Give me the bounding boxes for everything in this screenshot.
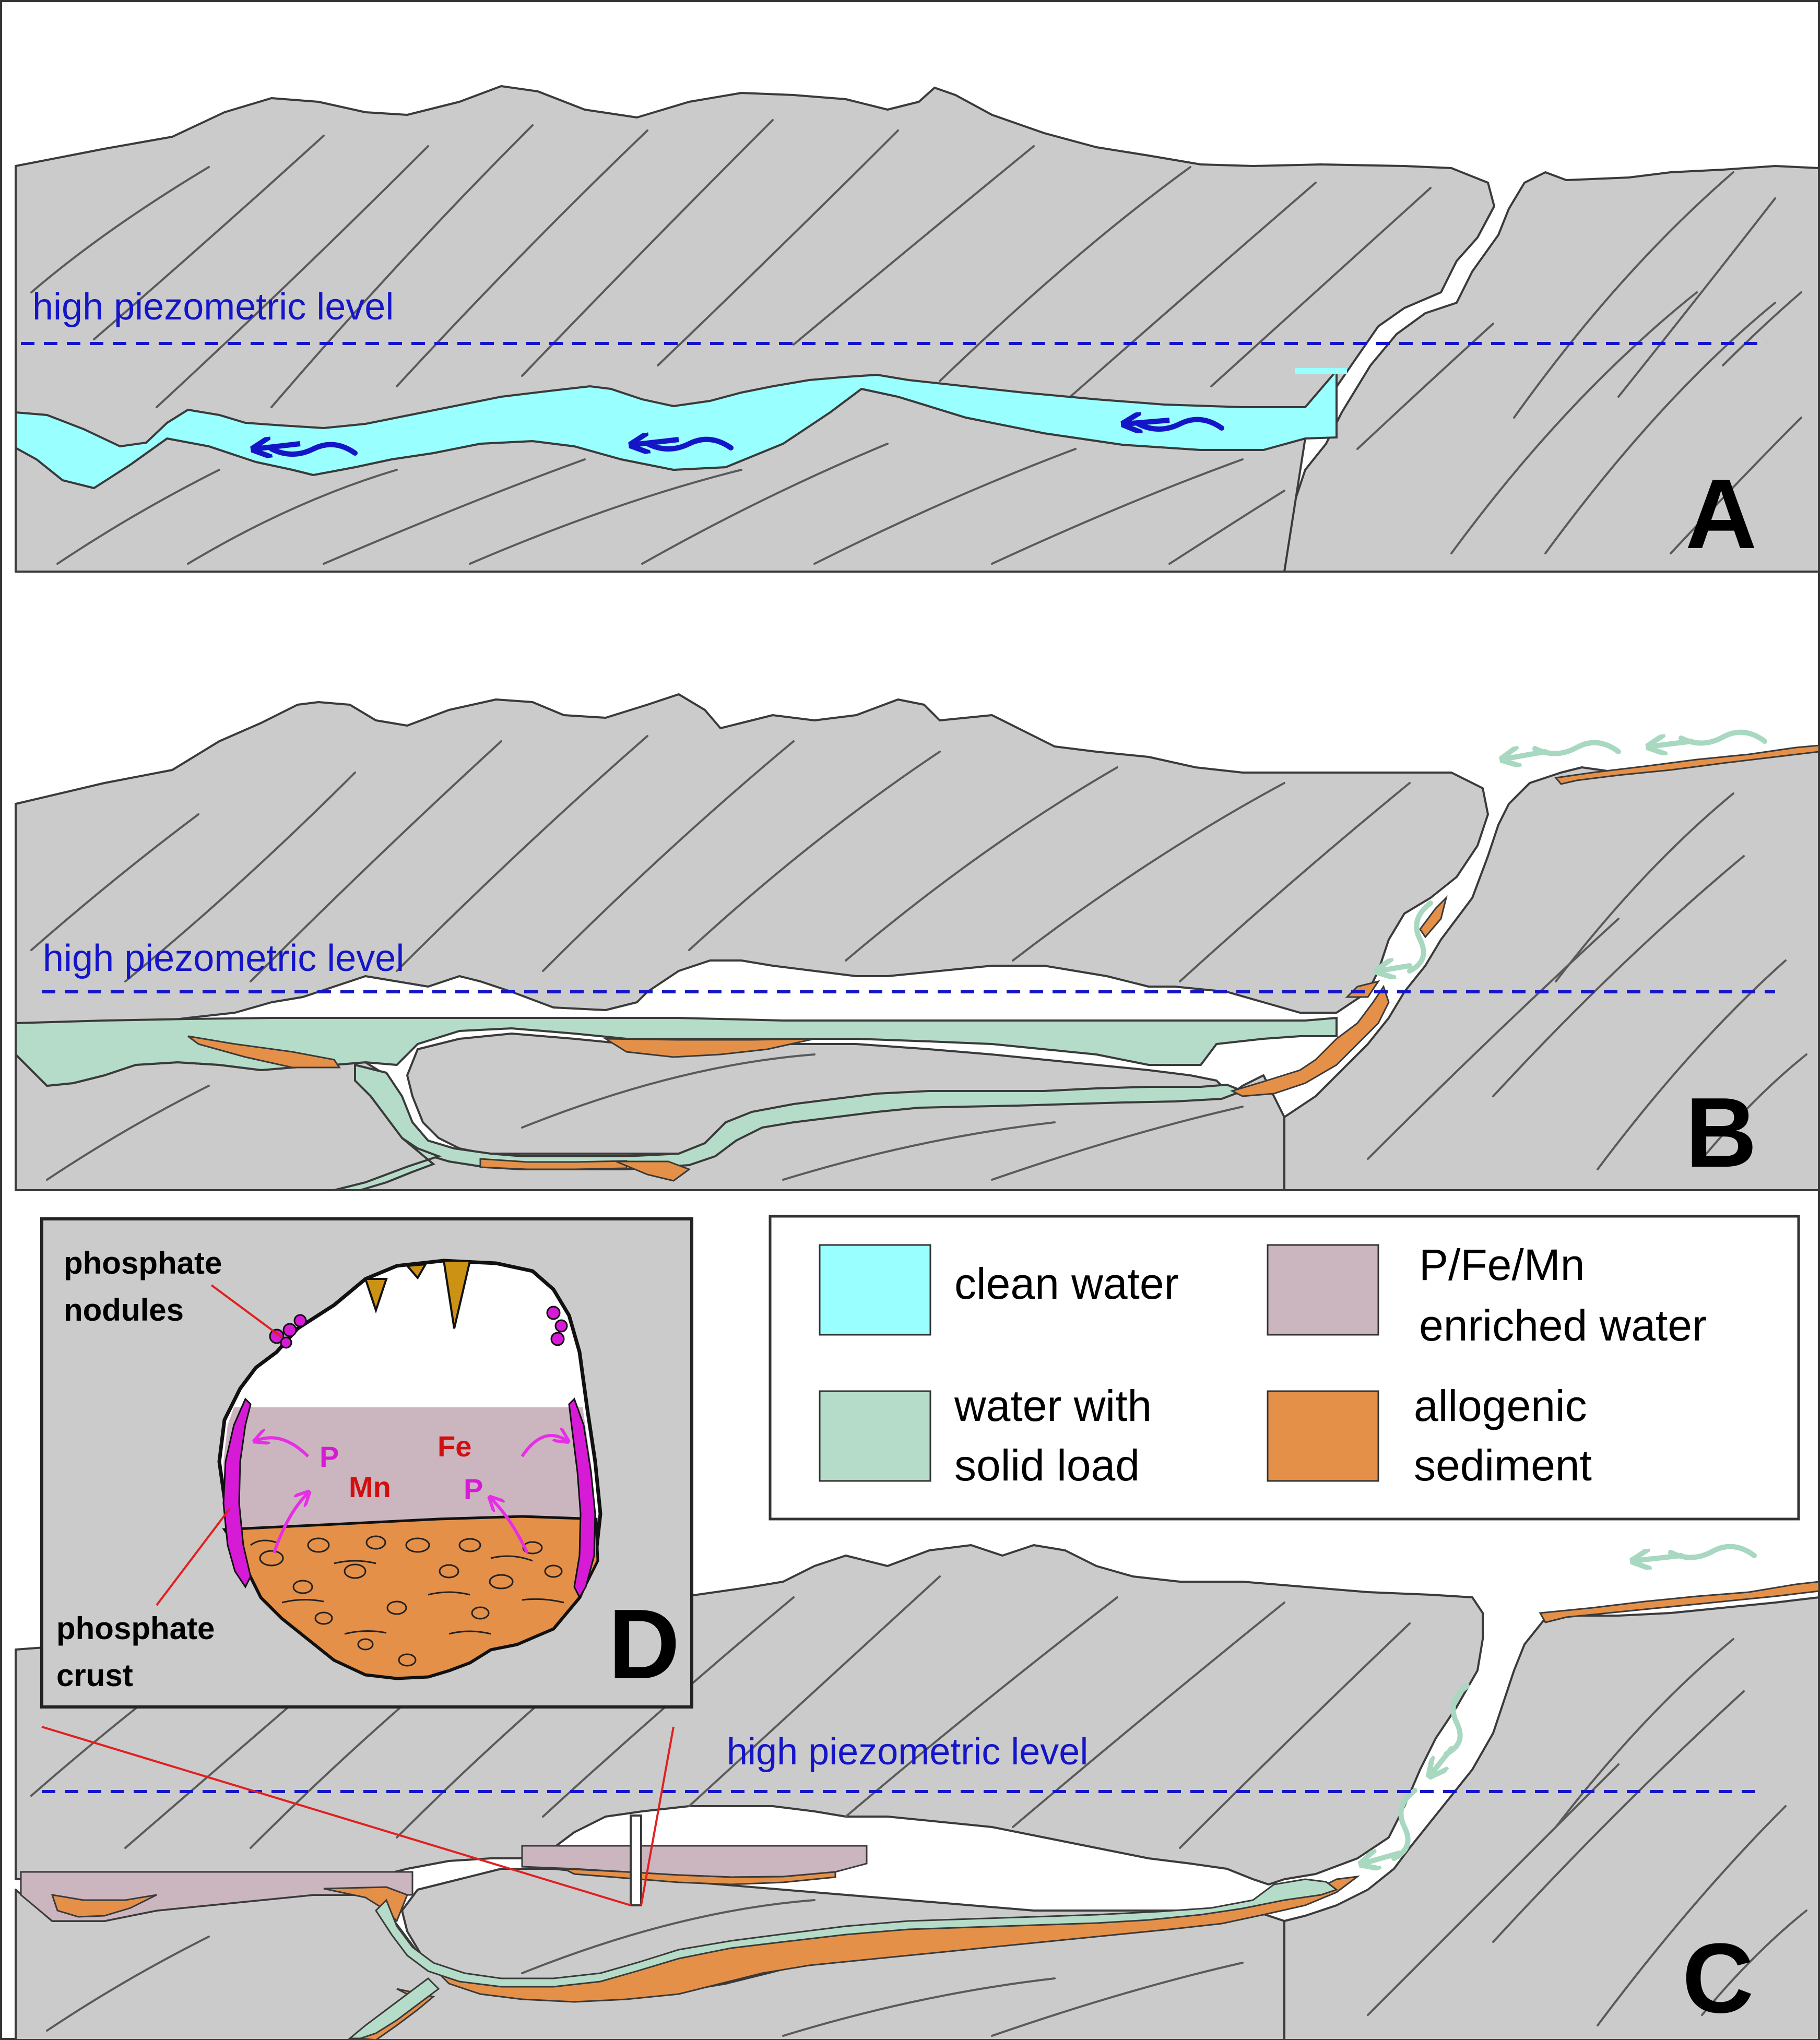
legend-swatch-enriched-water [1267, 1244, 1379, 1336]
panel-c-section-marker [630, 1814, 642, 1906]
panel-b-letter: B [1685, 1077, 1757, 1188]
panel-d-speleothems [364, 1259, 471, 1329]
panel-d-leader-nodules [210, 1284, 283, 1338]
legend-label-enriched-water-line2: enriched water [1419, 1301, 1707, 1350]
panel-d-element-p-right: P [464, 1473, 483, 1505]
panel-d-element-fe: Fe [438, 1430, 471, 1463]
legend-label-enriched-water-line1: P/Fe/Mn [1419, 1240, 1585, 1289]
panel-c-right-rock [1283, 1596, 1820, 2040]
legend-label-solid-load-line2: solid load [954, 1441, 1140, 1490]
panel-d-leader-crust [156, 1508, 231, 1606]
panel-a-flow-arrows [255, 420, 1224, 454]
panel-d-phosphate [222, 1306, 596, 1599]
panel-c-solid-load-water [375, 1878, 1339, 1988]
panel-d-letter: D [608, 1589, 680, 1700]
legend-swatch-solid-load-water [819, 1390, 931, 1482]
panel-a: high piezometric level A [15, 85, 1820, 573]
panel-c-solid-load-water-branch [347, 1977, 440, 2039]
panel-c-piezometric-label: high piezometric level [727, 1731, 1088, 1773]
legend-label-allogenic-line1: allogenic [1414, 1381, 1587, 1430]
panel-b-bedding-lines [30, 735, 1807, 1181]
panel-d-migration-arrows [256, 1436, 567, 1554]
legend-swatch-clean-water [819, 1244, 931, 1336]
panel-b-piezometric-label: high piezometric level [43, 938, 404, 979]
panel-d-inset: P Mn Fe P phosphate nodules phosphate cr… [40, 1217, 693, 1709]
panel-c: high piezometric level C [15, 1544, 1820, 2040]
panel-d-element-mn: Mn [349, 1470, 391, 1503]
panel-d-label-phosphate-crust-line2: crust [56, 1658, 133, 1693]
panel-b-allogenic-sediment [187, 744, 1820, 1182]
panel-b-solid-load-water-upper [15, 1016, 1338, 1087]
panel-d-enriched-water-zone [223, 1407, 595, 1529]
panel-d-label-phosphate-nodules-line1: phosphate [64, 1246, 222, 1280]
panel-a-piezometric-label: high piezometric level [32, 286, 394, 328]
panel-d-label-phosphate-crust-line1: phosphate [56, 1611, 215, 1646]
panel-b-solid-load-water-branch [334, 1137, 442, 1191]
panel-b: high piezometric level B [15, 693, 1820, 1191]
panel-b-left-rock [15, 693, 1489, 1029]
panel-d-sediment-clasts [250, 1535, 564, 1667]
panel-b-inflow-arrows [1378, 729, 1767, 971]
panel-d-label-phosphate-nodules-line2: nodules [64, 1292, 184, 1327]
inset-guide-line-left [41, 1726, 631, 1906]
legend-swatch-allogenic-sediment [1267, 1390, 1379, 1482]
inset-guide-line-right [640, 1726, 675, 1906]
panel-a-bedding-lines [30, 119, 1802, 565]
legend-label-clean-water: clean water [954, 1259, 1179, 1308]
panel-a-clean-water-conduit [15, 367, 1338, 490]
legend: clean water P/Fe/Mn enriched water water… [769, 1215, 1800, 1521]
panel-c-inflow-arrows [1363, 1544, 1757, 1864]
panel-d-element-p-left: P [320, 1440, 339, 1473]
panel-a-letter: A [1685, 459, 1757, 570]
panel-a-water-surface-fill [1295, 368, 1347, 374]
panel-c-letter: C [1682, 1923, 1754, 2034]
legend-label-solid-load-line1: water with [954, 1381, 1152, 1430]
legend-label-allogenic-line2: sediment [1414, 1441, 1592, 1490]
